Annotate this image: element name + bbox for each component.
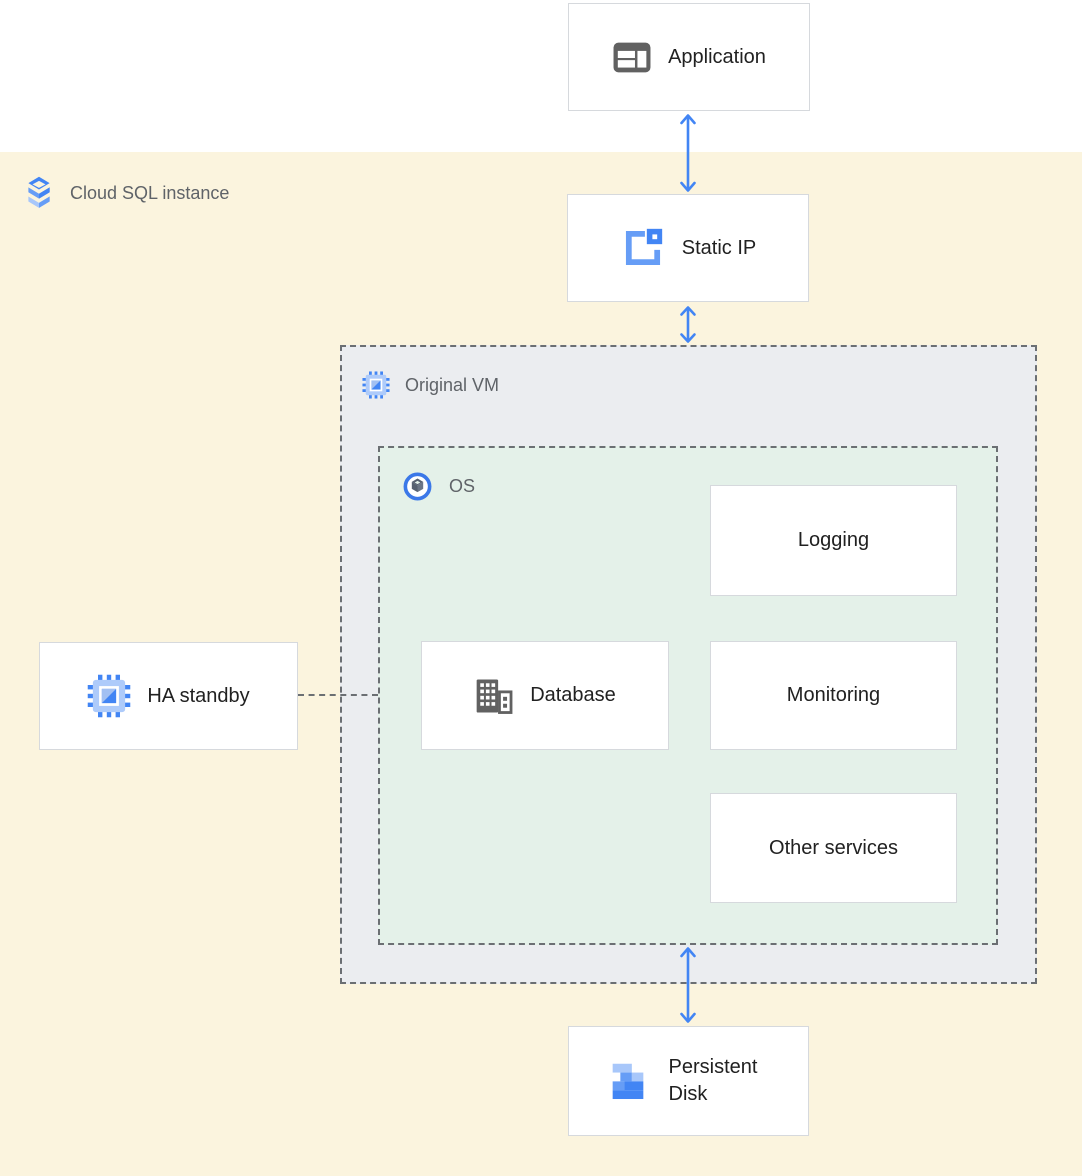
- arrow-static-ip-original-vm: [680, 306, 696, 343]
- application-icon: [612, 41, 652, 74]
- other-services-node: Other services: [710, 793, 957, 903]
- monitoring-node-label: Monitoring: [786, 684, 881, 706]
- os-region-label-text: OS: [449, 476, 476, 496]
- original-vm-region-label-text: Original VM: [405, 374, 500, 395]
- compute-chip-icon: [362, 371, 390, 399]
- database-node-label: Database: [530, 684, 616, 706]
- connector-ha-standby-os: [298, 694, 378, 696]
- os-region-label: OS: [402, 471, 475, 502]
- logging-node-label: Logging: [797, 529, 870, 551]
- compute-chip-icon: [87, 674, 131, 718]
- persistent-disk-node: Persistent Disk: [568, 1026, 809, 1136]
- cloud-sql-icon: [22, 172, 56, 214]
- os-icon: [402, 471, 433, 502]
- persistent-disk-icon: [605, 1058, 651, 1104]
- arrow-application-static-ip: [680, 114, 696, 192]
- persistent-disk-node-label: Persistent Disk: [668, 1056, 758, 1105]
- database-node: Database: [421, 641, 669, 750]
- ha-standby-node-label: HA standby: [147, 684, 250, 707]
- logging-node: Logging: [710, 485, 957, 596]
- database-icon: [474, 677, 514, 715]
- static-ip-icon: [620, 225, 666, 271]
- cloud-sql-region-label-text: Cloud SQL instance: [70, 182, 230, 203]
- application-node: Application: [568, 3, 810, 111]
- application-node-label: Application: [668, 45, 766, 68]
- original-vm-region-label: Original VM: [362, 371, 499, 399]
- ha-standby-node: HA standby: [39, 642, 298, 750]
- cloud-sql-region-label: Cloud SQL instance: [22, 172, 229, 214]
- static-ip-node-label: Static IP: [681, 236, 757, 259]
- other-services-node-label: Other services: [769, 836, 898, 859]
- arrow-os-persistent-disk: [680, 947, 696, 1023]
- monitoring-node: Monitoring: [710, 641, 957, 750]
- static-ip-node: Static IP: [567, 194, 809, 302]
